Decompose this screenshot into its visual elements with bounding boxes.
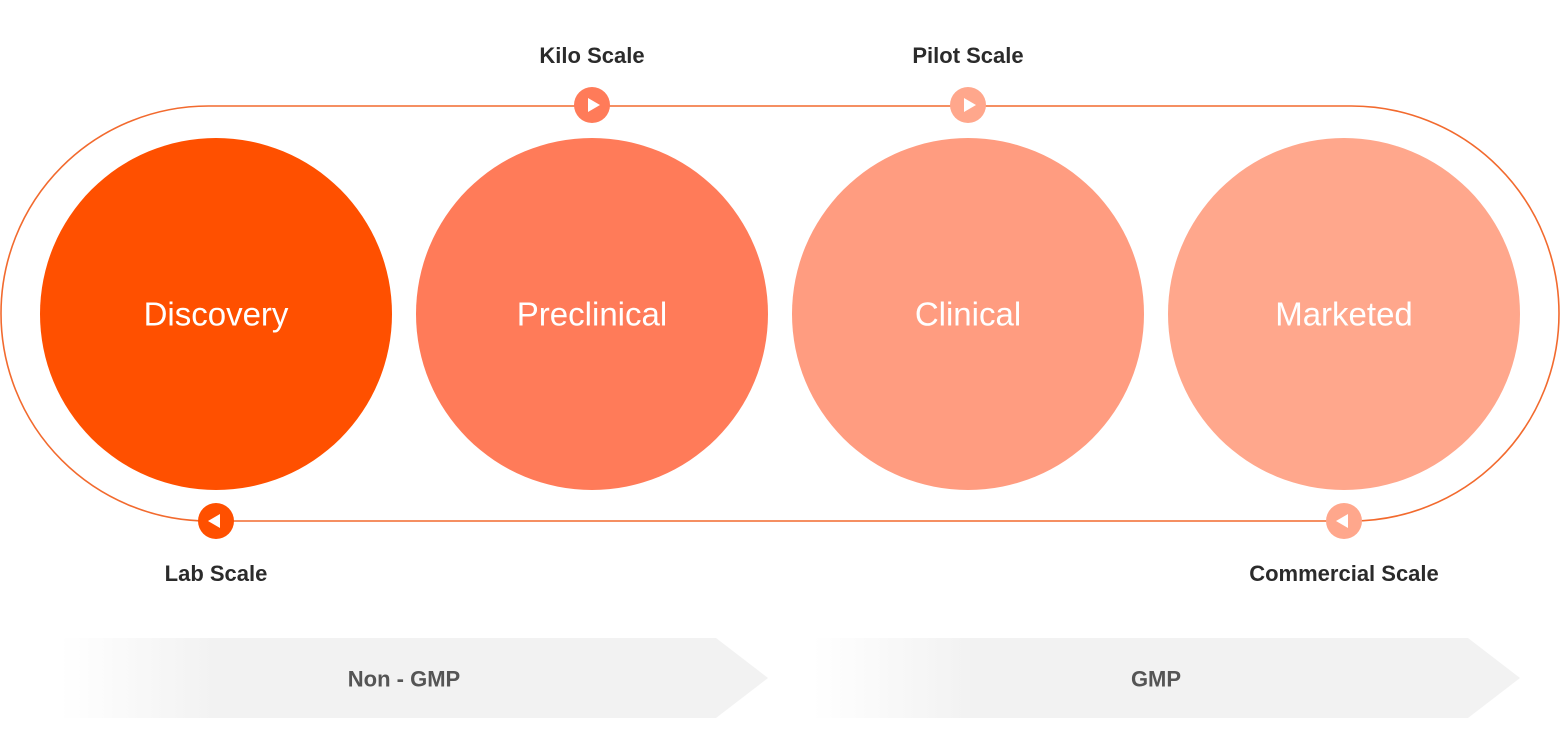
non-gmp-arrow-band — [60, 638, 768, 718]
stage-clinical-label: Clinical — [915, 296, 1021, 333]
play-left-icon — [208, 514, 220, 528]
stage-marketed: Marketed — [1168, 138, 1520, 490]
lab-scale-marker — [198, 503, 234, 539]
lab-scale-label: Lab Scale — [165, 561, 268, 586]
stage-discovery-circle — [40, 138, 392, 490]
stage-preclinical-label: Preclinical — [517, 296, 667, 333]
non-gmp-band: Non - GMP — [60, 638, 768, 718]
play-left-icon — [1336, 514, 1348, 528]
commercial-scale-label: Commercial Scale — [1249, 561, 1439, 586]
stage-marketed-label: Marketed — [1275, 296, 1413, 333]
pilot-scale-marker — [950, 87, 986, 123]
stage-clinical-circle — [792, 138, 1144, 490]
stage-clinical: Clinical — [792, 138, 1144, 490]
non-gmp-label: Non - GMP — [348, 667, 460, 692]
play-right-icon — [588, 98, 600, 112]
stage-discovery: Discovery — [40, 138, 392, 490]
kilo-scale-marker — [574, 87, 610, 123]
stage-discovery-label: Discovery — [144, 296, 289, 333]
gmp-arrow-band — [812, 638, 1520, 718]
gmp-band: GMP — [812, 638, 1520, 718]
commercial-scale-marker — [1326, 503, 1362, 539]
pilot-scale-label: Pilot Scale — [912, 43, 1023, 68]
process-loop-track — [0, 105, 1560, 522]
play-right-icon — [964, 98, 976, 112]
gmp-label: GMP — [1131, 667, 1181, 692]
stage-preclinical: Preclinical — [416, 138, 768, 490]
stage-marketed-circle — [1168, 138, 1520, 490]
stage-preclinical-circle — [416, 138, 768, 490]
kilo-scale-label: Kilo Scale — [539, 43, 644, 68]
